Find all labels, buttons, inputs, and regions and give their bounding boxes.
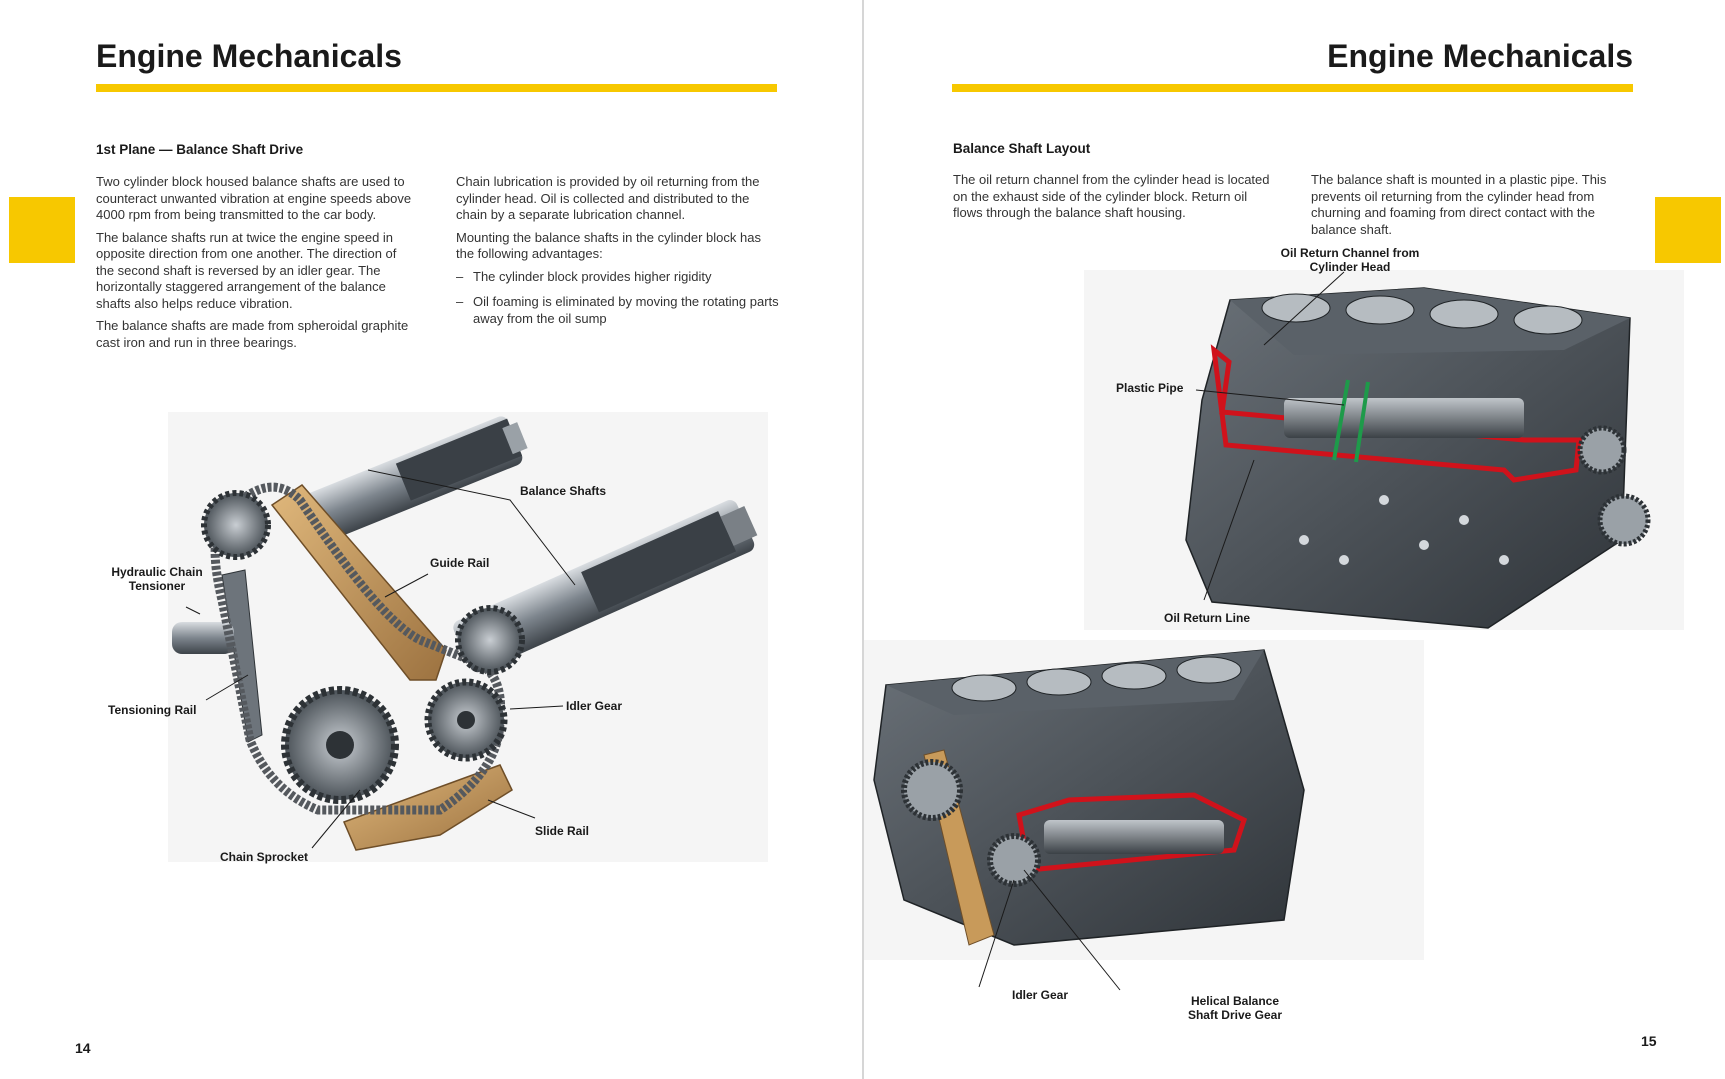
section-heading: Balance Shaft Layout [953, 141, 1091, 156]
label-helical-balance-shaft-drive-gear: Helical Balance Shaft Drive Gear [1187, 994, 1283, 1022]
oil-return-channel-red [1210, 344, 1582, 483]
engine-block-cutaway-illustrations [864, 270, 1684, 991]
cylinder-deck [1230, 288, 1630, 355]
page-title: Engine Mechanicals [96, 38, 402, 74]
thumb-tab-marker [1655, 197, 1721, 263]
advantages-list: The cylinder block provides higher rigid… [456, 269, 782, 328]
plastic-pipe-shape [1284, 398, 1524, 438]
helical-drive-gear [987, 833, 1041, 887]
lower-balance-shaft [1044, 820, 1224, 854]
paragraph: The balance shaft is mounted in a plasti… [1311, 172, 1607, 237]
text-column-1: Two cylinder block housed balance shafts… [96, 174, 412, 357]
paragraph: The balance shafts run at twice the engi… [96, 229, 397, 311]
text-column-2: The balance shaft is mounted in a plasti… [1311, 172, 1629, 244]
label-guide-rail: Guide Rail [430, 556, 490, 570]
leader-lines [185, 469, 576, 849]
hydraulic-tensioner-shape [172, 622, 234, 654]
guide-rail-shape [270, 484, 447, 681]
text-column-1: The oil return channel from the cylinder… [953, 172, 1271, 228]
label-idler-gear: Idler Gear [1012, 988, 1069, 1002]
page-number: 14 [75, 1040, 91, 1056]
right-page: Engine Mechanicals Balance Shaft Layout … [864, 0, 1725, 1079]
label-idler-gear: Idler Gear [566, 699, 623, 713]
oil-flow-green [1332, 379, 1370, 463]
title-underline [952, 84, 1633, 92]
label-oil-return-channel: Oil Return Channel from Cylinder Head [1280, 246, 1420, 274]
left-page: Engine Mechanicals 1st Plane — Balance S… [0, 0, 862, 1079]
upper-engine-block [1185, 287, 1631, 629]
leader-lines [978, 271, 1345, 991]
paragraph: Mounting the balance shafts in the cylin… [456, 229, 761, 262]
thumb-tab-marker [9, 197, 75, 263]
list-item: Oil foaming is eliminated by moving the … [456, 294, 782, 327]
label-tensioning-rail: Tensioning Rail [108, 703, 197, 717]
label-slide-rail: Slide Rail [535, 824, 590, 838]
page-spine-divider [862, 0, 864, 1079]
section-heading: 1st Plane — Balance Shaft Drive [96, 142, 304, 157]
lower-shaft-gear [455, 605, 525, 675]
label-hydraulic-chain-tensioner: Hydraulic Chain Tensioner [111, 565, 203, 593]
paragraph: The oil return channel from the cylinder… [953, 172, 1270, 220]
label-plastic-pipe: Plastic Pipe [1116, 381, 1184, 395]
paragraph: Two cylinder block housed balance shafts… [96, 174, 412, 222]
label-chain-sprocket: Chain Sprocket [220, 850, 309, 864]
title-underline [96, 84, 777, 92]
label-balance-shafts: Balance Shafts [520, 484, 607, 498]
lower-balance-shaft [453, 500, 758, 673]
text-column-2: Chain lubrication is provided by oil ret… [456, 174, 782, 336]
list-item: The cylinder block provides higher rigid… [456, 269, 782, 286]
page-title: Engine Mechanicals [1327, 38, 1633, 74]
paragraph: Chain lubrication is provided by oil ret… [456, 174, 760, 222]
label-oil-return-line: Oil Return Line [1164, 611, 1251, 625]
balance-shaft-drive-illustration [168, 412, 768, 862]
upper-shaft-sprocket [201, 490, 271, 560]
lower-idler-gear [901, 759, 963, 821]
paragraph: The balance shafts are made from spheroi… [96, 318, 409, 350]
page-number: 15 [1641, 1033, 1657, 1049]
